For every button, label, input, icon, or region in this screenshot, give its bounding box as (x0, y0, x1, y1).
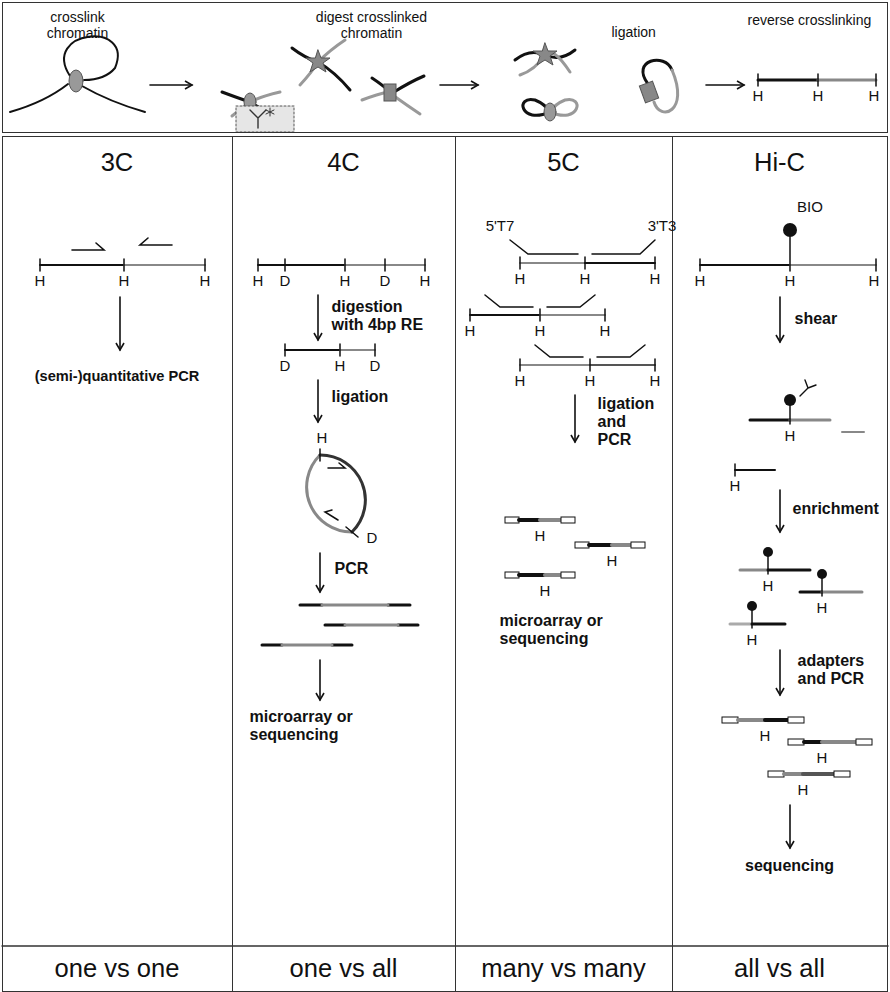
panel-heading: 3C (2, 148, 233, 177)
step-label: microarray or sequencing (500, 612, 635, 649)
panel-heading: one vs all (232, 954, 456, 983)
site-label: H (747, 632, 758, 647)
site-label: H (600, 323, 611, 338)
site-label: H (200, 273, 211, 288)
site-label: H (535, 528, 546, 543)
panel-heading: Hi-C (672, 148, 888, 177)
site-label: H (650, 373, 661, 388)
site-label: H (253, 273, 264, 288)
step-label: microarray or sequencing (250, 708, 385, 745)
site-label: H (763, 578, 774, 593)
method-panel: 3C (semi-)quantitative PCR one vs one (2, 136, 233, 992)
primer-label: BIO (797, 199, 823, 214)
panel-heading: 5C (455, 148, 673, 177)
method-panel: 4C digestion with 4bp RE ligationPCR microa… (232, 136, 456, 992)
site-label: H (785, 273, 796, 288)
site-label: D (280, 358, 291, 373)
site-label: H (607, 553, 618, 568)
site-label: H (420, 273, 431, 288)
step-label: ligation and PCR (598, 395, 658, 450)
site-label: H (540, 583, 551, 598)
site-label: H (760, 728, 771, 743)
step-label: digestion with 4bp RE (332, 298, 427, 335)
site-label: H (695, 273, 706, 288)
step-label: ligation (332, 388, 412, 406)
site-label: D (370, 358, 381, 373)
step-label: (semi-)quantitative PCR (2, 368, 233, 385)
site-label: H (730, 478, 741, 493)
step-label: digest crosslinked chromatin (307, 9, 437, 41)
site-label: H (465, 323, 476, 338)
method-panel: Hi-C shear enrichment adapters and PCR seque… (672, 136, 888, 992)
site-label: H (340, 273, 351, 288)
site-label: H (869, 88, 880, 103)
step-label: ligation (612, 24, 682, 40)
site-label: H (335, 358, 346, 373)
site-label: H (813, 88, 824, 103)
site-label: H (515, 271, 526, 286)
step-label: enrichment (793, 500, 885, 518)
panel-heading: 4C (232, 148, 456, 177)
site-label: H (785, 428, 796, 443)
site-label: H (317, 430, 328, 445)
primer-label: 3'T3 (648, 218, 677, 233)
site-label: H (119, 273, 130, 288)
site-label: D (280, 273, 291, 288)
step-label: PCR (335, 560, 395, 578)
panel-heading: one vs one (2, 954, 233, 983)
site-label: H (585, 373, 596, 388)
site-label: H (580, 271, 591, 286)
site-label: H (869, 273, 880, 288)
step-label: crosslink chromatin (43, 9, 113, 41)
step-label: sequencing (735, 857, 845, 875)
step-label: shear (795, 310, 875, 328)
site-label: H (817, 750, 828, 765)
site-label: D (367, 530, 378, 545)
primer-label: 5'T7 (486, 218, 515, 233)
step-label: reverse crosslinking (748, 12, 884, 28)
site-label: H (535, 323, 546, 338)
site-label: H (798, 782, 809, 797)
site-label: D (380, 273, 391, 288)
panel-heading: many vs many (455, 954, 673, 983)
method-panel: 5C ligation and PCR microarray or sequenci… (455, 136, 673, 992)
site-label: H (817, 600, 828, 615)
site-label: H (515, 373, 526, 388)
site-label: H (650, 271, 661, 286)
panel-heading: all vs all (672, 954, 888, 983)
site-label: H (35, 273, 46, 288)
site-label: H (753, 88, 764, 103)
workflow-band: crosslink chromatin digest crosslinked ch… (2, 2, 888, 133)
step-label: adapters and PCR (798, 652, 886, 689)
